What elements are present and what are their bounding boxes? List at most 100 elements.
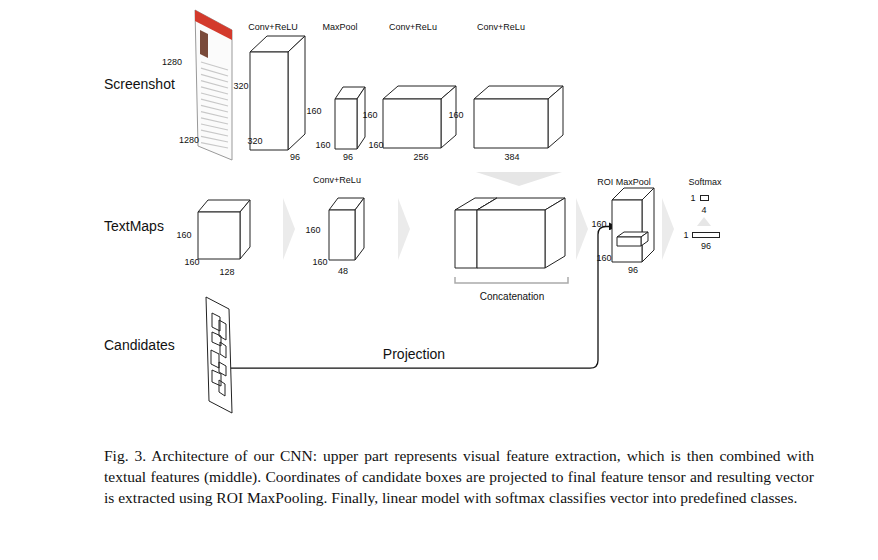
feature-tensor: Conv+ReLu160384 [474, 86, 563, 148]
dimension-label: 1 [683, 231, 688, 240]
node-outline [198, 200, 250, 259]
page-text-line [201, 68, 228, 76]
dimension-label: 160 [596, 254, 611, 263]
concatenation-bracket [455, 277, 568, 283]
dimension-label: 160 [362, 111, 377, 120]
feature-tensor: Conv+ReLU32032096 [250, 36, 305, 150]
layer-title: Conv+ReLU [248, 23, 297, 32]
layer-title: Concatenation [480, 292, 545, 302]
box-front-face [250, 52, 288, 150]
box-front-face [335, 99, 357, 149]
dimension-label: 96 [701, 242, 711, 251]
page-outline [195, 10, 232, 160]
feature-tensor: 160160128 [198, 200, 250, 259]
box-front-face [455, 210, 477, 268]
tensor-box [198, 200, 250, 259]
dimension-label: 320 [233, 82, 248, 91]
row-label: Candidates [104, 338, 175, 352]
dimension-label: 160 [305, 226, 320, 235]
dimension-label: 1 [690, 194, 695, 203]
output-vector: 196 [692, 232, 720, 238]
layer-title: ROI MaxPool [597, 178, 651, 187]
dimension-label: 1280 [179, 136, 199, 145]
flow-chevron [398, 198, 410, 260]
layer-title: Conv+ReLu [477, 23, 525, 32]
row-label: TextMaps [104, 218, 164, 234]
node-outline [335, 87, 365, 149]
tensor-box [335, 87, 365, 149]
node-outline [250, 36, 305, 150]
tensor-box [250, 36, 305, 150]
box-front-face [198, 212, 240, 259]
flow-chevron [576, 198, 588, 260]
box-side-face [545, 198, 565, 268]
figure-caption: Fig. 3. Architecture of our CNN: upper p… [104, 446, 814, 508]
dimension-label: 160 [448, 111, 463, 120]
layer-title: Softmax [688, 178, 721, 187]
box-side-face [240, 200, 250, 259]
candidate-box [212, 370, 221, 386]
page-image [200, 30, 208, 58]
box-side-face [548, 86, 563, 148]
row-label: Screenshot [104, 76, 175, 92]
node-outline [692, 232, 720, 238]
box-front-face [329, 210, 355, 260]
page-text-line [201, 143, 228, 148]
tensor-box [383, 86, 456, 148]
box-front-face [477, 210, 545, 268]
node-outline [383, 86, 456, 148]
flow-triangle [476, 172, 562, 186]
box-side-face [355, 198, 364, 260]
layer-title: Conv+ReLu [389, 23, 437, 32]
dimension-label: 160 [312, 258, 327, 267]
dimension-label: 160 [368, 141, 383, 150]
dimension-label: 256 [413, 153, 428, 162]
page-text-line [201, 87, 228, 94]
dimension-label: 160 [591, 220, 606, 229]
box-front-face [474, 99, 548, 148]
vector-rect [693, 233, 720, 238]
node-outline [700, 195, 709, 201]
dimension-label: 96 [628, 266, 638, 275]
box-side-face [641, 232, 648, 246]
box-side-face [288, 36, 305, 150]
dimension-label: 160 [306, 107, 321, 116]
page-text-line [201, 105, 228, 112]
feature-tensor: Concatenation [455, 198, 565, 268]
dimension-label: 160 [176, 231, 191, 240]
dimension-label: 48 [338, 267, 348, 276]
roi-region [617, 232, 648, 246]
node-outline [612, 188, 654, 262]
page-text-line [201, 93, 228, 100]
dimension-label: 320 [247, 137, 262, 146]
node-outline [474, 86, 563, 148]
dimension-label: 96 [343, 153, 353, 162]
layer-title: Conv+ReLu [313, 176, 361, 185]
box-front-face [617, 237, 641, 246]
candidates-page: Candidates [204, 295, 234, 415]
layer-title: MaxPool [322, 23, 357, 32]
page-text-line [201, 99, 228, 106]
candidate-box [220, 342, 226, 358]
flow-chevron [283, 198, 295, 260]
dimension-label: 160 [315, 141, 330, 150]
feature-tensor: MaxPool16016096 [335, 87, 365, 149]
dimension-label: 4 [701, 206, 706, 215]
page-text-line [201, 112, 228, 118]
page-text-line [201, 136, 228, 142]
candidate-box [219, 320, 226, 340]
candidate-box [211, 350, 219, 368]
caption-text: Fig. 3. Architecture of our CNN: upper p… [104, 447, 814, 506]
tensor-box [329, 198, 364, 260]
dimension-label: 128 [219, 268, 234, 277]
dimension-label: 1280 [162, 58, 182, 67]
page-text-line [201, 118, 228, 124]
candidate-box [219, 380, 225, 396]
vector-rect [701, 196, 709, 201]
node-outline [204, 295, 234, 415]
feature-tensor: Conv+ReLu160160256 [383, 86, 456, 148]
box-side-face [642, 188, 654, 262]
page-text-line [201, 124, 228, 130]
node-outline [329, 198, 364, 260]
feature-tensor: Conv+ReLu16016048 [329, 198, 364, 260]
